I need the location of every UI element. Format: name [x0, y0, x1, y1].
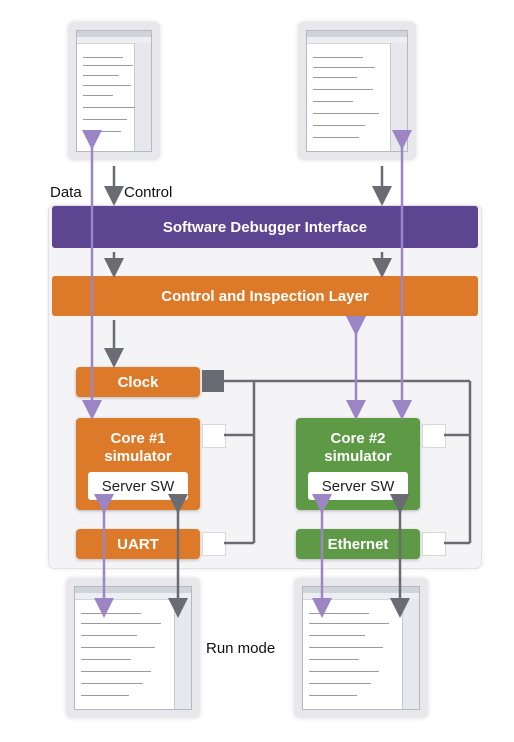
control-label: Control [124, 184, 173, 201]
clock-wiring [224, 379, 472, 545]
clock-label: Clock [117, 373, 159, 391]
uart-label: UART [117, 535, 159, 553]
debugger-screenshot-left [68, 22, 160, 160]
clock-port [202, 370, 224, 392]
core1-title: Core #1 simulator [104, 430, 172, 465]
runmode-screenshot-left [66, 578, 200, 718]
run-mode-label: Run mode [206, 640, 276, 657]
ethernet-label: Ethernet [327, 535, 389, 553]
core1-port [202, 424, 226, 448]
debugger-screenshot-right [298, 22, 416, 160]
data-label: Data [50, 184, 82, 201]
core2-port [422, 424, 446, 448]
core2-title: Core #2 simulator [324, 430, 392, 465]
